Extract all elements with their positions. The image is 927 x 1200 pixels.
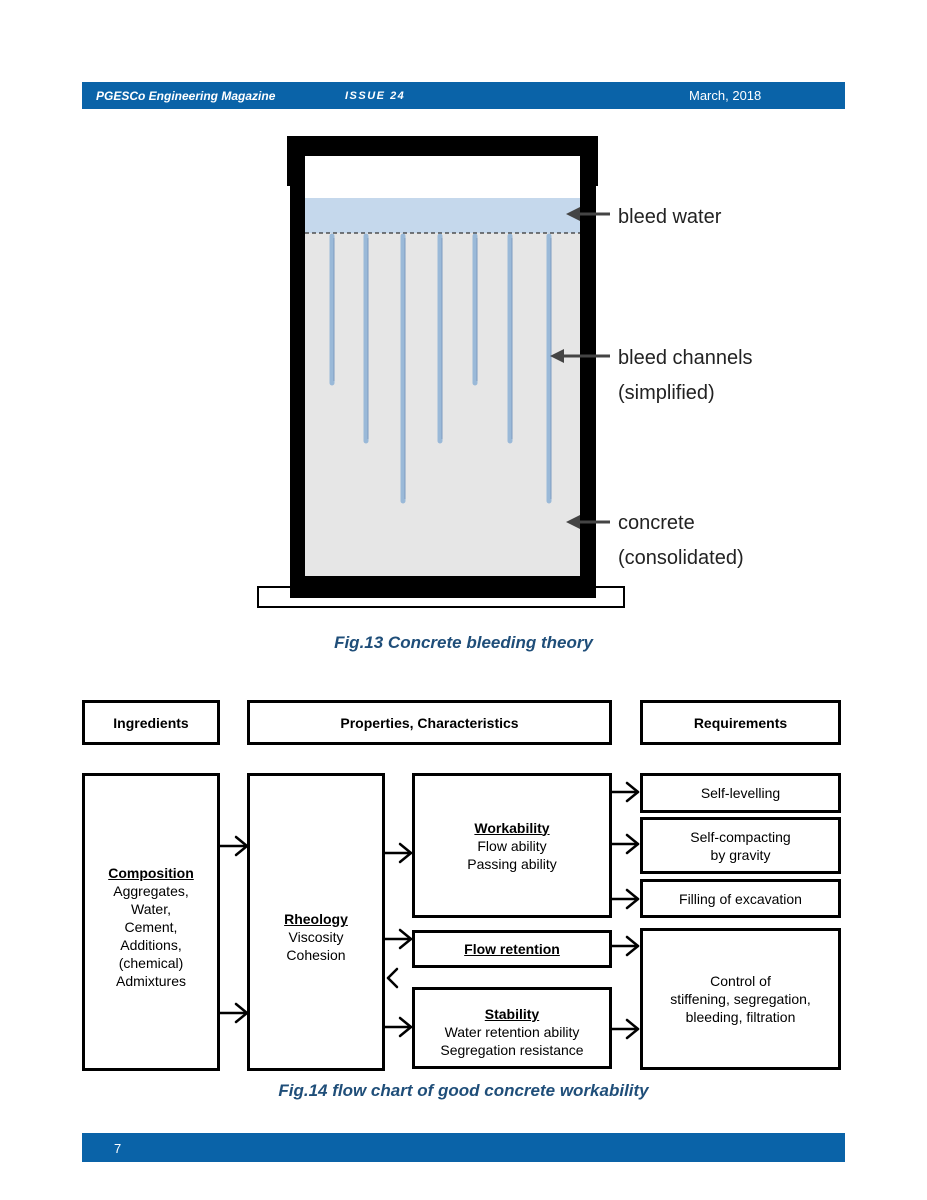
bleed-channels xyxy=(329,233,552,504)
control-line: Control of xyxy=(710,973,771,989)
header-ingredients: Ingredients xyxy=(82,700,220,745)
page-number: 7 xyxy=(114,1141,122,1156)
self-compacting-box: Self-compacting by gravity xyxy=(640,817,841,874)
rheology-box: Rheology Viscosity Cohesion xyxy=(247,773,385,1071)
bleed-water-label: bleed water xyxy=(618,206,722,228)
figure-13-caption: Fig.13 Concrete bleeding theory xyxy=(334,633,593,652)
rheology-line: Viscosity xyxy=(288,929,344,945)
stability-line: Segregation resistance xyxy=(440,1042,584,1058)
composition-line: Cement, xyxy=(124,919,178,935)
self-compacting-line: Self-compacting xyxy=(690,828,791,845)
stability-box: Stability Water retention ability Segreg… xyxy=(412,987,612,1069)
bleed-channels-note: (simplified) xyxy=(618,382,715,404)
composition-line: (chemical) xyxy=(118,955,184,971)
filling-box: Filling of excavation xyxy=(640,879,841,918)
issue-label: ISSUE 24 xyxy=(345,90,406,102)
control-line: bleeding, filtration xyxy=(685,1009,796,1025)
stability-title: Stability xyxy=(484,1006,540,1022)
filling-text: Filling of excavation xyxy=(679,890,802,907)
header-requirements: Requirements xyxy=(640,700,841,745)
workability-line: Passing ability xyxy=(467,855,557,872)
rheology-title: Rheology xyxy=(284,911,348,927)
stability-line: Water retention ability xyxy=(444,1024,580,1040)
figure-14-caption: Fig.14 flow chart of good concrete worka… xyxy=(278,1081,649,1100)
header-band: PGESCo Engineering Magazine ISSUE 24 Mar… xyxy=(82,82,845,109)
composition-title: Composition xyxy=(108,865,194,881)
bleeding-diagram: bleed water bleed channels (simplified) … xyxy=(257,136,753,608)
self-compacting-line: by gravity xyxy=(710,846,771,863)
container-rim-left xyxy=(287,136,305,186)
workability-box: Workability Flow ability Passing ability xyxy=(412,773,612,918)
control-box: Control of stiffening, segregation, blee… xyxy=(640,928,841,1070)
bleed-water-layer xyxy=(305,198,580,233)
self-levelling-box: Self-levelling xyxy=(640,773,841,813)
workability-line: Flow ability xyxy=(477,837,547,854)
concrete-note: (consolidated) xyxy=(618,547,744,569)
magazine-title: PGESCo Engineering Magazine xyxy=(96,89,276,103)
concrete-label: concrete xyxy=(618,512,695,534)
composition-line: Admixtures xyxy=(115,973,187,989)
container-headspace xyxy=(305,156,580,198)
flow-retention-box: Flow retention xyxy=(412,930,612,968)
container-rim-right xyxy=(580,136,598,186)
bleed-channels-label: bleed channels xyxy=(618,347,753,369)
composition-line: Additions, xyxy=(120,937,182,953)
self-levelling-text: Self-levelling xyxy=(700,785,781,801)
pointer-arrows xyxy=(550,207,610,529)
composition-box: Composition Aggregates, Water, Cement, A… xyxy=(82,773,220,1071)
composition-line: Water, xyxy=(131,901,171,917)
rheology-line: Cohesion xyxy=(286,947,346,963)
arrow-back-to-rheology xyxy=(386,967,399,980)
workability-title: Workability xyxy=(474,819,550,836)
issue-date: March, 2018 xyxy=(689,88,762,103)
header-properties: Properties, Characteristics xyxy=(247,700,612,745)
control-line: stiffening, segregation, xyxy=(670,991,811,1007)
composition-line: Aggregates, xyxy=(113,883,189,899)
footer-band: 7 xyxy=(82,1133,845,1162)
flow-retention-title: Flow retention xyxy=(464,941,560,957)
